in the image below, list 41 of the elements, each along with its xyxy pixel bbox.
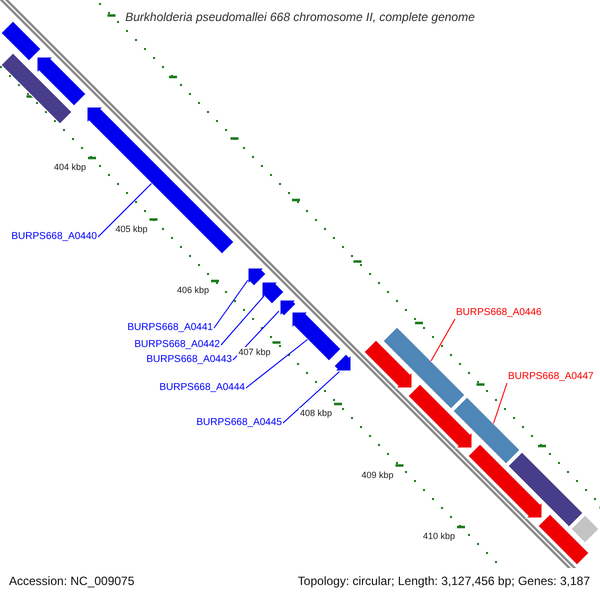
- gene-label: BURPS668_A0442: [134, 340, 220, 350]
- gene-feature: [452, 396, 521, 465]
- leader-line: [430, 318, 456, 362]
- gene-feature: [382, 326, 466, 410]
- leader-line: [493, 382, 508, 424]
- title: Burkholderia pseudomallei 668 chromosome II, complete genome: [124, 11, 476, 23]
- gene-label: BURPS668_A0444: [159, 383, 245, 393]
- accession-text: Accession: NC_009075: [9, 575, 134, 587]
- gene-label: BURPS668_A0443: [146, 355, 232, 365]
- gene-feature: [36, 56, 87, 107]
- tick-label: 409 kbp: [360, 470, 394, 480]
- gene-feature: [262, 282, 285, 305]
- leader-line: [98, 183, 152, 238]
- gene-label: BURPS668_A0440: [11, 232, 97, 242]
- genome-info-text: Topology: circular; Length: 3,127,456 bp; Genes: 3,187: [298, 575, 590, 587]
- gene-feature: [507, 451, 584, 528]
- gene-feature: [363, 339, 412, 388]
- gene-label: BURPS668_A0447: [508, 372, 594, 382]
- tick-label: 408 kbp: [298, 408, 333, 419]
- gene-label: BURPS668_A0446: [456, 308, 542, 318]
- gene-feature: [0, 52, 73, 125]
- leader-line: [214, 280, 248, 328]
- tick-label: 404 kbp: [52, 162, 87, 173]
- tick-label: 407 kbp: [237, 346, 272, 358]
- gene-label: BURPS668_A0441: [127, 323, 213, 333]
- gene-feature: [333, 353, 352, 372]
- leader-line: [246, 339, 308, 388]
- tick-label: 405 kbp: [114, 224, 148, 234]
- gene-feature: [280, 300, 298, 318]
- gene-feature: [248, 268, 267, 287]
- gene-feature: [407, 383, 472, 448]
- gene-label: BURPS668_A0445: [196, 418, 282, 428]
- gene-feature: [467, 443, 542, 518]
- tick-label: 410 kbp: [422, 531, 456, 542]
- leader-line: [220, 296, 264, 346]
- leader-line: [282, 371, 340, 424]
- gene-feature: [0, 20, 42, 62]
- tick-label: 406 kbp: [176, 285, 210, 296]
- gene-feature: [537, 513, 590, 566]
- gene-feature: [292, 312, 342, 362]
- gene-feature: [570, 514, 600, 544]
